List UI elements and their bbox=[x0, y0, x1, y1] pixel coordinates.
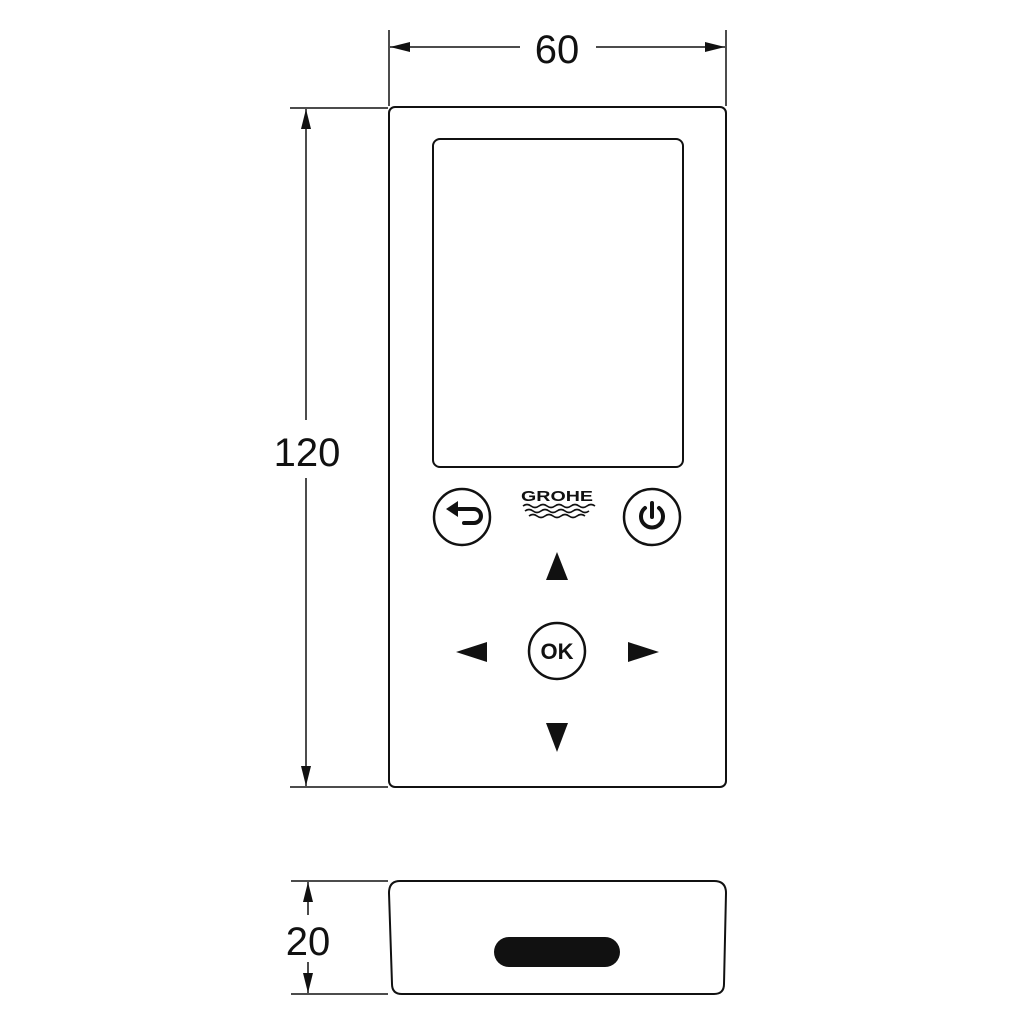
triangle-up-icon[interactable] bbox=[546, 552, 568, 580]
remote-side-view bbox=[387, 880, 728, 995]
depth-label: 20 bbox=[286, 920, 331, 964]
width-dimension: 60 bbox=[388, 28, 727, 106]
brand-logo-text: GROHE bbox=[521, 488, 593, 505]
height-label: 120 bbox=[274, 431, 341, 475]
depth-dimension: 20 bbox=[286, 880, 388, 995]
power-button[interactable] bbox=[622, 487, 682, 547]
power-icon bbox=[639, 501, 665, 530]
back-button[interactable] bbox=[432, 487, 492, 547]
remote-front-view: GROHE OK bbox=[388, 106, 727, 788]
triangle-left-icon[interactable] bbox=[456, 642, 487, 662]
width-label: 60 bbox=[535, 28, 580, 72]
ok-label: OK bbox=[541, 639, 574, 664]
back-arrow-icon bbox=[446, 501, 483, 525]
display-screen bbox=[432, 138, 684, 468]
triangle-right-icon[interactable] bbox=[628, 642, 659, 662]
brand-logo: GROHE bbox=[521, 488, 596, 519]
charging-slot bbox=[494, 937, 620, 967]
water-waves-icon bbox=[522, 503, 596, 519]
ok-button[interactable]: OK bbox=[527, 621, 587, 681]
triangle-down-icon[interactable] bbox=[546, 723, 568, 752]
height-dimension: 120 bbox=[274, 107, 388, 788]
